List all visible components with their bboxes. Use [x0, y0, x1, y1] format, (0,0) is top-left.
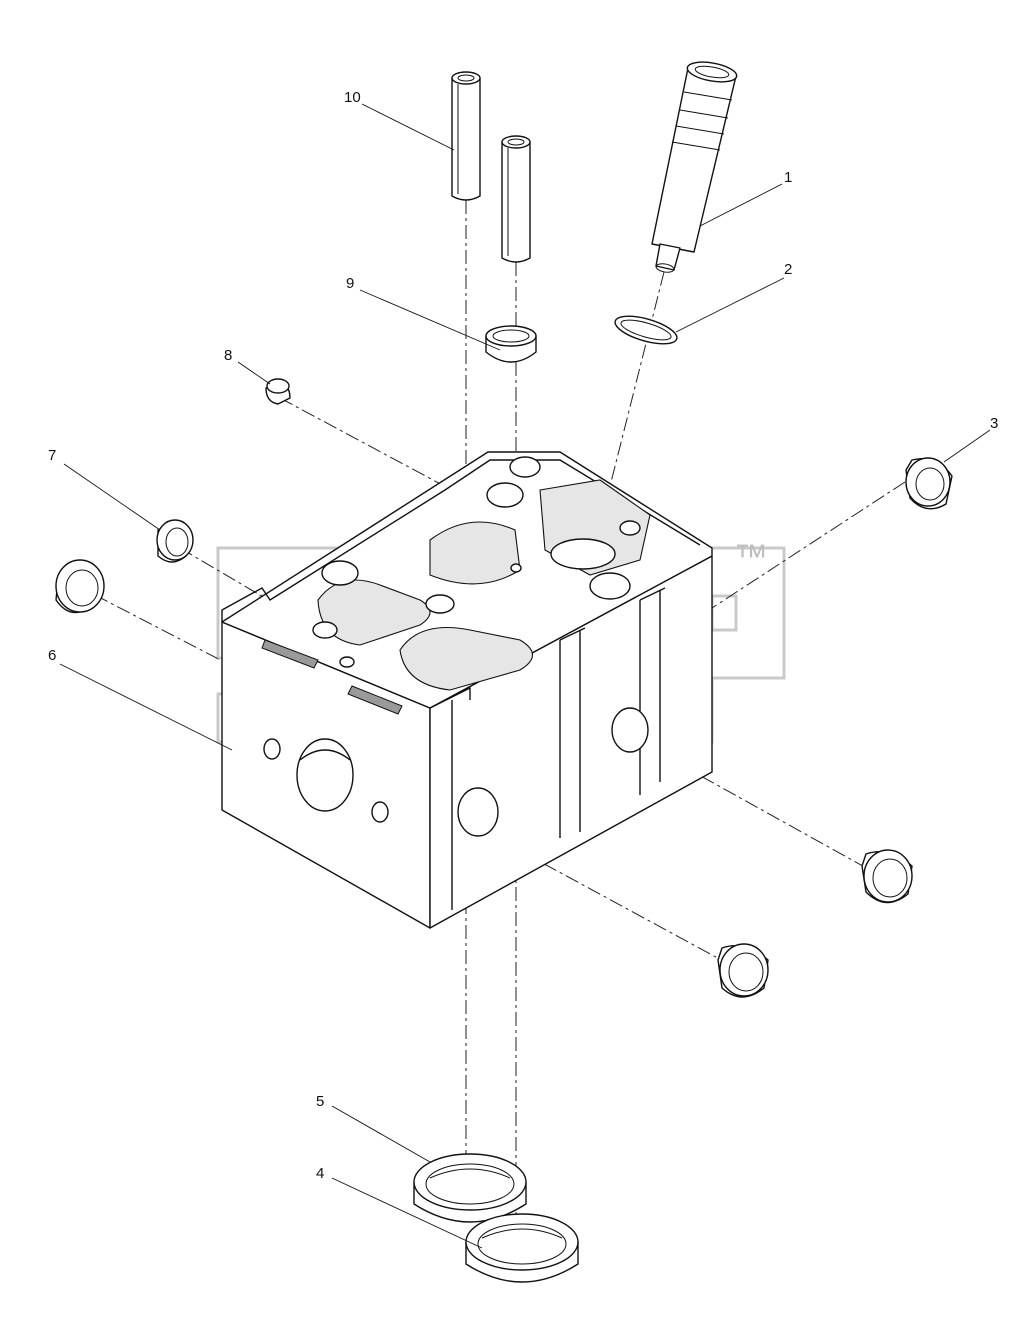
callout-7: 7 — [48, 447, 56, 464]
callout-10: 10 — [344, 89, 361, 106]
part-8-dowel-plug — [265, 378, 291, 405]
callout-1: 1 — [784, 169, 792, 186]
callout-2: 2 — [784, 261, 792, 278]
callout-4: 4 — [316, 1165, 324, 1182]
part-2-o-ring — [614, 315, 678, 345]
callout-3: 3 — [990, 415, 998, 432]
cylinder-head-block — [221, 451, 713, 929]
side-seat-ring-lower — [717, 943, 769, 998]
callout-5: 5 — [316, 1093, 324, 1110]
part-5-valve-seat-ring — [413, 1153, 527, 1223]
part-3-cap-plug — [905, 457, 953, 510]
leader-lines — [59, 103, 991, 1249]
part-9-seat-ring — [485, 325, 537, 363]
callout-8: 8 — [224, 347, 232, 364]
callout-9: 9 — [346, 275, 354, 292]
part-1-injector-sleeve — [651, 61, 738, 273]
part-4-valve-seat-ring — [465, 1213, 579, 1283]
part-6-large-plug — [55, 559, 105, 614]
part-10-guide-sleeves — [451, 71, 531, 263]
callout-6: 6 — [48, 647, 56, 664]
side-seat-ring-upper — [861, 849, 913, 904]
callout-labels: 10 1 2 9 8 3 7 6 5 4 — [48, 89, 998, 1182]
part-7-plug — [156, 519, 194, 563]
trademark-symbol: ™ — [734, 538, 768, 576]
